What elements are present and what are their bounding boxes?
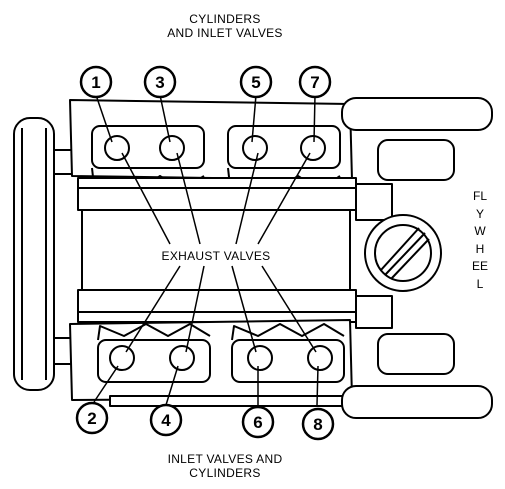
cylinder-7-callout bbox=[298, 65, 332, 99]
cylinder-number: 5 bbox=[251, 73, 260, 92]
valve-port bbox=[300, 135, 326, 161]
radiator bbox=[13, 117, 77, 391]
cylinder-3-callout bbox=[143, 65, 177, 99]
cylinder-4-callout bbox=[149, 403, 183, 437]
valve-port bbox=[104, 135, 130, 161]
bottom-label-line1: INLET VALVES AND bbox=[167, 452, 283, 466]
valve-port bbox=[247, 345, 273, 371]
flywheel-label: FLYWHEEL bbox=[472, 189, 489, 291]
flywheel-housing bbox=[341, 97, 493, 419]
cylinder-number: 1 bbox=[91, 73, 100, 92]
cylinder-number: 6 bbox=[253, 413, 262, 432]
top-label-line2: AND INLET VALVES bbox=[167, 26, 283, 40]
cylinder-1-callout bbox=[79, 65, 113, 99]
cylinder-8-callout bbox=[301, 407, 335, 441]
valve-port bbox=[159, 135, 185, 161]
valve-port bbox=[307, 345, 333, 371]
valve-port bbox=[169, 345, 195, 371]
valve-port bbox=[109, 345, 135, 371]
cylinder-number: 8 bbox=[313, 415, 322, 434]
cylinder-number: 3 bbox=[155, 73, 164, 92]
exhaust-valves-label: EXHAUST VALVES bbox=[161, 249, 271, 263]
bottom-label-line2: CYLINDERS bbox=[189, 466, 261, 480]
engine-block bbox=[77, 177, 357, 323]
cylinder-2-callout bbox=[75, 401, 109, 435]
valve-port bbox=[242, 135, 268, 161]
cylinder-number: 7 bbox=[310, 73, 319, 92]
top-label-line1: CYLINDERS bbox=[189, 12, 261, 26]
cylinder-6-callout bbox=[241, 405, 275, 439]
cylinder-number: 4 bbox=[161, 411, 171, 430]
cylinder-number: 2 bbox=[87, 409, 96, 428]
cylinder-5-callout bbox=[239, 65, 273, 99]
